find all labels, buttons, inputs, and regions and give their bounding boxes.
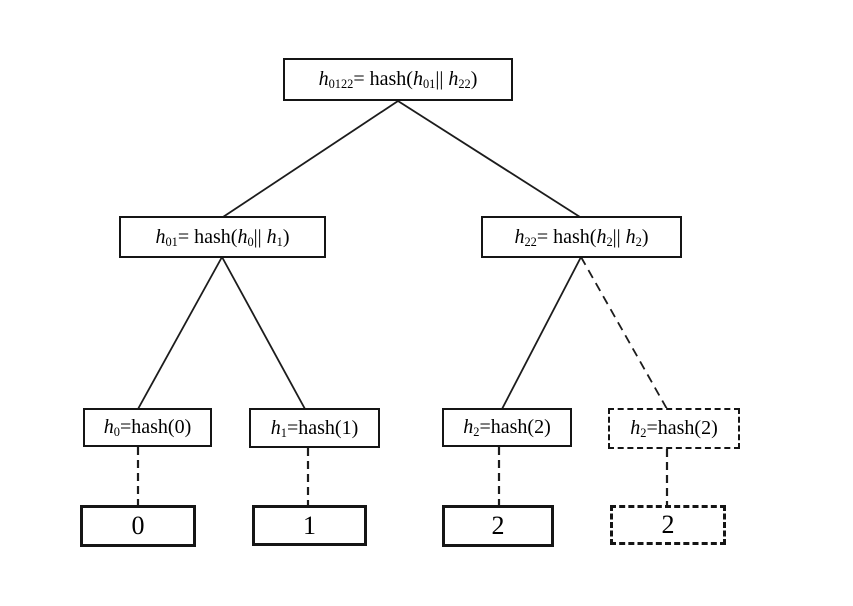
node-leaf2-hash: h2=hash(2) bbox=[442, 408, 572, 447]
edge-root-to-right bbox=[397, 100, 581, 218]
node-right-hash: h22= hash(h2|| h2) bbox=[481, 216, 682, 258]
node-leaf2-label: h2=hash(2) bbox=[463, 416, 551, 440]
edge-root-to-left bbox=[222, 100, 399, 218]
node-left-hash: h01= hash(h0|| h1) bbox=[119, 216, 326, 258]
node-leaf2-duplicate-label: h2=hash(2) bbox=[630, 417, 718, 441]
data-block-2-duplicate-label: 2 bbox=[661, 510, 675, 539]
data-block-0: 0 bbox=[80, 505, 196, 547]
node-left-label: h01= hash(h0|| h1) bbox=[155, 225, 290, 249]
data-block-2-label: 2 bbox=[491, 511, 505, 540]
edge-left-to-leaf0 bbox=[137, 256, 223, 410]
data-block-2-duplicate: 2 bbox=[610, 505, 726, 545]
edge-right-to-leaf2 bbox=[501, 256, 582, 410]
data-block-2: 2 bbox=[442, 505, 554, 547]
data-block-1: 1 bbox=[252, 505, 367, 546]
data-block-0-label: 0 bbox=[131, 511, 145, 540]
node-leaf1-hash: h1=hash(1) bbox=[249, 408, 380, 448]
node-leaf0-label: h0=hash(0) bbox=[103, 416, 192, 440]
node-root-label: h0122= hash(h01|| h22) bbox=[318, 68, 478, 92]
data-block-1-label: 1 bbox=[303, 510, 316, 540]
node-leaf0-hash: h0=hash(0) bbox=[83, 408, 212, 447]
edge-right-to-leaf2-dup bbox=[580, 256, 668, 410]
node-root-hash: h0122= hash(h01|| h22) bbox=[283, 58, 513, 101]
node-leaf1-label: h1=hash(1) bbox=[270, 416, 359, 440]
node-leaf2-duplicate-hash: h2=hash(2) bbox=[608, 408, 740, 449]
node-right-label: h22= hash(h2|| h2) bbox=[514, 225, 649, 249]
edge-left-to-leaf1 bbox=[221, 256, 306, 410]
